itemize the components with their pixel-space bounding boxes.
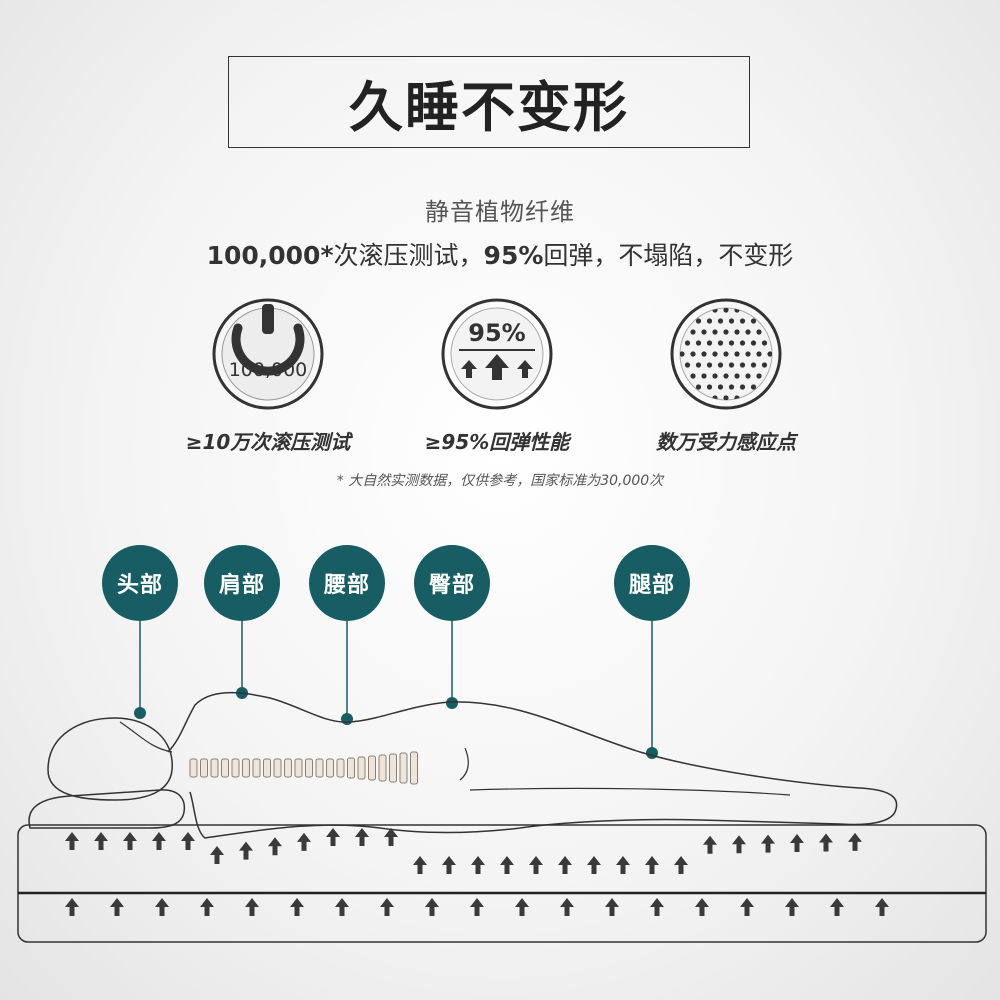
body-silhouette	[167, 691, 898, 839]
zone-callout-shoulder: 肩部	[204, 545, 280, 621]
zone-callout-hip: 臀部	[414, 545, 490, 621]
head-outline	[47, 717, 173, 801]
headline: 100,000*次滚压测试，95%回弹，不塌陷，不变形	[0, 236, 1000, 272]
headline-text-2: 回弹，不塌陷，不变形	[543, 241, 794, 270]
feature-rolling-test: 100,000 ≥10万次滚压测试	[148, 296, 388, 455]
support-arrows-top-layer	[65, 828, 862, 874]
mattress-outline	[17, 824, 987, 943]
feature-label-rolling: ≥10万次滚压测试	[185, 430, 351, 454]
feature-label-sensor: 数万受力感应点	[656, 430, 796, 454]
rebound-arrows-icon: 95%	[441, 298, 553, 410]
zone-anchor-dots	[134, 687, 658, 759]
pillow-outline	[28, 789, 186, 829]
headline-text-1: 次滚压测试，	[333, 241, 484, 270]
headline-strong-percent: 95%	[483, 241, 544, 270]
rebound-percent-text: 95%	[468, 319, 525, 347]
feature-sensor-points: 数万受力感应点	[606, 296, 846, 455]
footnote: * 大自然实测数据，仅供参考，国家标准为30,000次	[336, 473, 664, 489]
gauge-count-text: 100,000	[229, 359, 308, 381]
spine-illustration	[189, 751, 418, 785]
subtitle: 静音植物纤维	[425, 198, 575, 226]
page-title: 久睡不变形	[228, 56, 750, 148]
pressure-gauge-icon: 100,000	[212, 298, 324, 410]
zone-callout-leg: 腿部	[614, 545, 690, 621]
zone-leader-lines	[139, 620, 653, 753]
zone-callout-waist: 腰部	[309, 545, 385, 621]
feature-rebound: 95% ≥95%回弹性能	[377, 296, 617, 455]
support-arrows-bottom-layer	[65, 898, 889, 916]
headline-strong-count: 100,000*	[206, 241, 334, 270]
dot-matrix-icon	[670, 298, 782, 410]
zone-callout-head: 头部	[102, 545, 178, 621]
feature-label-rebound: ≥95%回弹性能	[424, 430, 570, 454]
